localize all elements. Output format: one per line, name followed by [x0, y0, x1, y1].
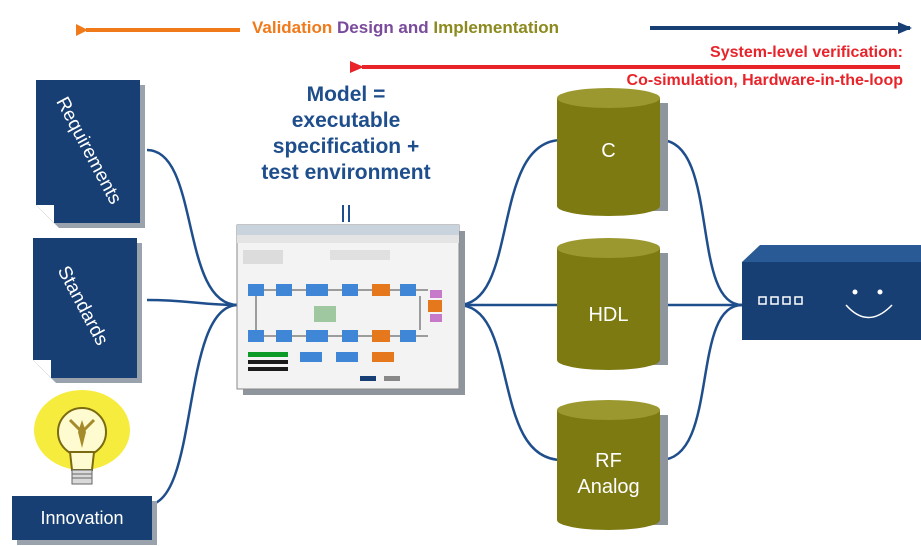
hdl-label: HDL	[588, 304, 629, 326]
requirements-document-shape	[36, 80, 145, 228]
target-to-device-curves	[659, 138, 743, 462]
top-label-row: Validation Design and Implementation	[252, 18, 559, 38]
rf-analog-label: RF Analog	[557, 448, 660, 500]
standards-document-shape	[33, 238, 142, 383]
rf-label-line2: Analog	[577, 476, 640, 498]
design-and-label: Design and	[337, 18, 429, 37]
rf-analog-cylinder-shape	[557, 400, 668, 530]
validation-label: Validation	[252, 18, 333, 37]
verification-line2: Co-simulation, Hardware-in-the-loop	[626, 72, 903, 89]
left-connector-curves	[146, 148, 239, 507]
c-label: C	[601, 140, 616, 162]
model-line4: test environment	[261, 161, 431, 184]
innovation-label: Innovation	[40, 507, 124, 528]
rf-label-line1: RF	[595, 450, 622, 472]
verification-line1: System-level verification:	[710, 44, 903, 61]
model-title: Model = executable specification + test …	[216, 82, 476, 186]
hdl-cylinder-shape	[557, 238, 668, 370]
c-cylinder-shape	[557, 88, 668, 216]
lightbulb-icon	[34, 390, 130, 485]
hardware-device-icon	[742, 245, 921, 340]
model-pointer-icon	[342, 205, 350, 222]
model-screenshot	[236, 224, 465, 395]
model-line2: executable	[291, 109, 401, 132]
model-line1: Model =	[306, 83, 386, 106]
implementation-label: Implementation	[433, 18, 560, 37]
model-line3: specification +	[272, 135, 420, 158]
innovation-box: Innovation	[12, 496, 152, 540]
model-to-target-curves	[457, 138, 563, 462]
